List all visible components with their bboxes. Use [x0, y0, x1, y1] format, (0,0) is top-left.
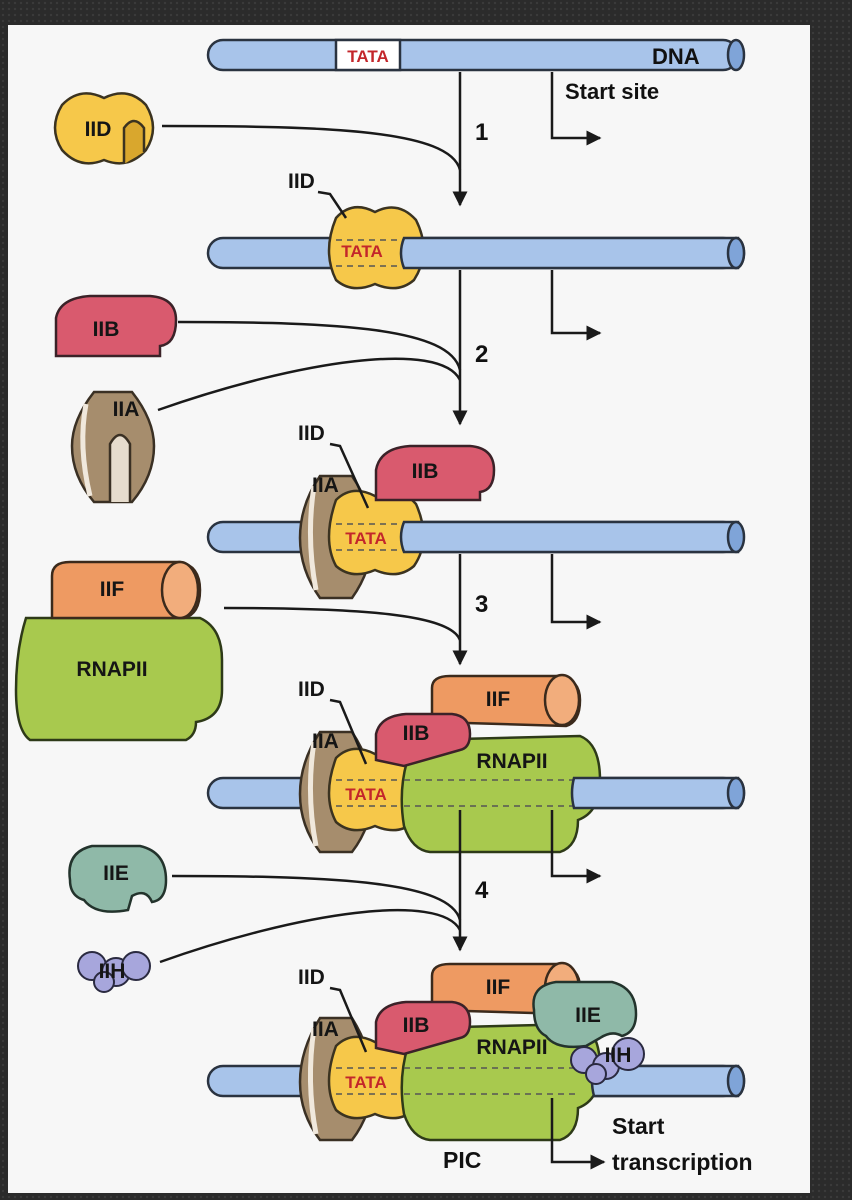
- dna-end: [726, 520, 746, 554]
- tata-label: TATA: [345, 1073, 387, 1092]
- start-site-arrow: [550, 810, 602, 884]
- step2-join-line-iia: [157, 357, 462, 412]
- iib-bound: [374, 1000, 472, 1056]
- iie-label: IIE: [103, 862, 129, 885]
- dna-row-5-pic: TATA RNAPII IIF IIB IIE IIH IID IIA PIC …: [206, 961, 753, 1175]
- step4-join-line-iih: [159, 908, 462, 964]
- iih-lobe: [121, 951, 151, 981]
- dna-end: [726, 236, 746, 270]
- free-iia: IIA: [70, 390, 156, 504]
- iia-highlight: [307, 741, 319, 847]
- iid-pointer-label: IID: [288, 170, 315, 193]
- step-1-number: 1: [475, 119, 488, 146]
- tata-label: TATA: [341, 242, 383, 261]
- iia-slot: [108, 433, 132, 502]
- iid-pointer-line: [317, 190, 348, 219]
- iif-label: IIF: [486, 688, 511, 711]
- dna-strand-front: [399, 520, 740, 554]
- dna-row-4: TATA RNAPII IIF IIB IID IIA: [206, 673, 746, 884]
- iid-bound: [327, 205, 425, 290]
- iih-label: IIH: [99, 960, 126, 983]
- rnapii-bound: [400, 1022, 602, 1142]
- start-site-arrow: [550, 72, 602, 146]
- free-iif-rnapii: RNAPII IIF: [14, 560, 224, 742]
- iif-end: [543, 673, 581, 727]
- iia-label: IIA: [312, 1018, 339, 1041]
- iid-pointer-label: IID: [298, 678, 325, 701]
- iid-slot: [122, 119, 146, 164]
- dna-row-2: TATA IID: [206, 170, 746, 341]
- dna-label: DNA: [652, 44, 700, 69]
- iib-bound: [374, 712, 472, 768]
- step3-join-line: [223, 606, 462, 641]
- free-iih: IIH: [77, 951, 151, 993]
- iia-label: IIA: [312, 730, 339, 753]
- free-iie: IIE: [68, 844, 168, 913]
- iid-pointer-label: IID: [298, 422, 325, 445]
- step2-join-line-iib: [177, 320, 462, 371]
- iia-highlight: [80, 403, 93, 497]
- iia-label: IIA: [312, 474, 339, 497]
- start-site-label: Start site: [565, 79, 659, 104]
- start-site-arrow: [550, 270, 602, 341]
- free-iib: IIB: [54, 294, 178, 358]
- iid-pointer-label: IID: [298, 966, 325, 989]
- iib-label: IIB: [412, 460, 439, 483]
- pic-label: PIC: [443, 1147, 481, 1173]
- iie-bound: [532, 980, 638, 1049]
- dna-end: [726, 38, 746, 72]
- dna-row-1: TATA DNA Start site: [206, 38, 746, 146]
- start-site-arrow: [550, 554, 602, 630]
- iid-pointer-line: [329, 698, 368, 765]
- iib-label: IIB: [93, 318, 120, 341]
- dna-strand-front: [570, 776, 740, 810]
- rnapii-shape: [14, 616, 224, 742]
- rnapii-label: RNAPII: [76, 658, 147, 681]
- iif-label: IIF: [486, 976, 511, 999]
- iih-lobe: [585, 1063, 607, 1085]
- iid-label: IID: [85, 118, 112, 141]
- iib-bound: [374, 444, 496, 502]
- tata-label: TATA: [345, 529, 387, 548]
- step-4-number: 4: [475, 877, 489, 904]
- tata-label: TATA: [345, 785, 387, 804]
- iie-shape: [68, 844, 168, 913]
- rnapii-bound: [400, 734, 602, 854]
- transcription-label: transcription: [612, 1149, 753, 1175]
- iid-pointer-line: [329, 986, 368, 1053]
- step1-join-line: [161, 124, 462, 171]
- tata-label: TATA: [347, 47, 389, 66]
- iih-label: IIH: [605, 1044, 632, 1067]
- dna-end: [726, 776, 746, 810]
- dna-strand-front: [399, 236, 740, 270]
- step-2-number: 2: [475, 341, 488, 368]
- iih-lobe: [93, 971, 115, 993]
- dna-row-3: TATA IIB IID IIA: [206, 422, 746, 630]
- iif-end: [160, 560, 200, 620]
- iia-label: IIA: [113, 398, 140, 421]
- step4-join-line-iie: [171, 874, 462, 921]
- iih-lobe: [611, 1037, 645, 1071]
- step-3-number: 3: [475, 591, 488, 618]
- rnapii-label: RNAPII: [476, 1036, 547, 1059]
- iid-pointer-line: [329, 442, 370, 509]
- free-iid: IID: [53, 92, 155, 165]
- iia-highlight: [307, 485, 319, 591]
- iia-highlight: [307, 1027, 319, 1135]
- rnapii-label: RNAPII: [476, 750, 547, 773]
- transcription-start-arrow: [550, 1098, 606, 1170]
- iie-label: IIE: [575, 1004, 601, 1027]
- tata-box: [334, 38, 402, 72]
- iib-label: IIB: [403, 722, 430, 745]
- iif-label: IIF: [100, 578, 125, 601]
- start-label: Start: [612, 1113, 665, 1139]
- iib-shape: [54, 294, 178, 358]
- dna-end: [726, 1064, 746, 1098]
- iib-label: IIB: [403, 1014, 430, 1037]
